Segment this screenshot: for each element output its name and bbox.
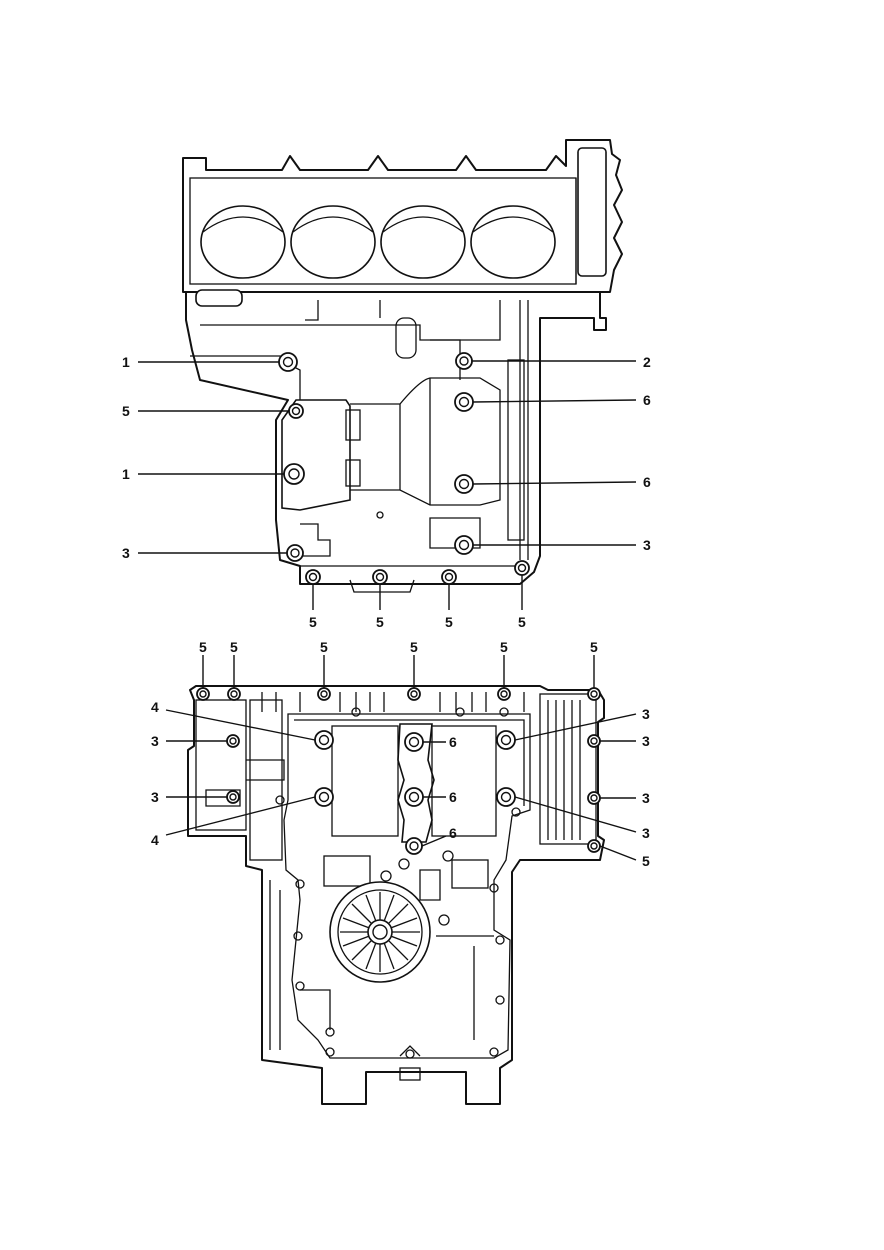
callout-lower-4b: 4 — [151, 832, 159, 848]
bolt-lower-5a — [196, 687, 210, 701]
bolt-lower-3l2 — [226, 790, 240, 804]
callout-lower-6c: 6 — [449, 825, 457, 841]
lower-leaders — [165, 655, 637, 861]
bolt-lower-3r3 — [587, 734, 601, 748]
cam-chain-tunnel — [577, 147, 607, 277]
callout-upper-6b: 6 — [643, 474, 651, 490]
bolt-lower-5b — [227, 687, 241, 701]
top-ribs — [261, 692, 525, 712]
bolt-lower-4a — [314, 730, 334, 750]
bolt-upper-6a — [454, 392, 474, 412]
bolt-upper-3b — [454, 535, 474, 555]
callout-upper-1b: 1 — [122, 466, 130, 482]
callout-lower-5f: 5 — [590, 639, 598, 655]
callout-upper-3b: 3 — [643, 537, 651, 553]
lower-callouts: 5 5 5 5 5 5 4 3 3 4 6 6 6 3 3 3 3 5 — [151, 639, 650, 869]
callout-lower-6a: 6 — [449, 734, 457, 750]
callout-upper-3a: 3 — [122, 545, 130, 561]
bolt-lower-6c — [405, 837, 423, 855]
callout-upper-1a: 1 — [122, 354, 130, 370]
callout-lower-5e: 5 — [500, 639, 508, 655]
bolt-lower-3l1 — [226, 734, 240, 748]
bolt-lower-5f — [587, 687, 601, 701]
callout-upper-5b: 5 — [309, 614, 317, 630]
bolt-lower-3r4 — [587, 791, 601, 805]
callout-upper-5a: 5 — [122, 403, 130, 419]
bolt-lower-5g — [587, 839, 601, 853]
bolt-lower-5c — [317, 687, 331, 701]
callout-upper-5e: 5 — [518, 614, 526, 630]
bolt-lower-6a — [404, 732, 424, 752]
callout-lower-4a: 4 — [151, 699, 159, 715]
bolt-upper-5a — [288, 403, 304, 419]
cooling-fins — [539, 693, 597, 845]
callout-upper-5d: 5 — [445, 614, 453, 630]
callout-upper-2: 2 — [643, 354, 651, 370]
callout-upper-5c: 5 — [376, 614, 384, 630]
bolt-upper-2 — [455, 352, 473, 370]
callout-lower-3c: 3 — [642, 706, 650, 722]
upper-leaders — [138, 360, 637, 610]
callout-lower-3b: 3 — [151, 789, 159, 805]
callout-lower-3f: 3 — [642, 825, 650, 841]
callout-lower-6b: 6 — [449, 789, 457, 805]
bolt-upper-3a — [286, 544, 304, 562]
bolt-lower-5e — [497, 687, 511, 701]
callout-lower-5b: 5 — [230, 639, 238, 655]
callout-lower-3d: 3 — [642, 733, 650, 749]
callout-lower-3a: 3 — [151, 733, 159, 749]
callout-lower-3e: 3 — [642, 790, 650, 806]
bolt-upper-5b — [305, 569, 321, 585]
callout-lower-5a: 5 — [199, 639, 207, 655]
cylinder-bores — [200, 205, 556, 279]
lower-bolts — [196, 687, 601, 855]
bolt-lower-4b — [314, 787, 334, 807]
upper-crankcase-view — [182, 139, 623, 593]
callout-lower-5d: 5 — [410, 639, 418, 655]
callout-lower-5g: 5 — [642, 853, 650, 869]
bolt-upper-6b — [454, 474, 474, 494]
callout-upper-6a: 6 — [643, 392, 651, 408]
lower-crankcase-view — [187, 685, 605, 1105]
bolt-upper-5e — [514, 560, 530, 576]
bolt-lower-3r1 — [496, 730, 516, 750]
upper-callouts: 1 5 1 3 2 6 6 3 5 5 5 5 — [122, 354, 651, 630]
oil-pump-wheel — [329, 881, 431, 983]
bolt-upper-1b — [283, 463, 305, 485]
oil-gallery — [397, 723, 435, 843]
callout-lower-5c: 5 — [320, 639, 328, 655]
bolt-upper-5c — [372, 569, 388, 585]
flange-bosses — [275, 707, 521, 1059]
bolt-upper-1a — [278, 352, 298, 372]
bolt-lower-6b — [404, 787, 424, 807]
bolt-lower-3r2 — [496, 787, 516, 807]
bolt-upper-5d — [441, 569, 457, 585]
bolt-lower-5d — [407, 687, 421, 701]
